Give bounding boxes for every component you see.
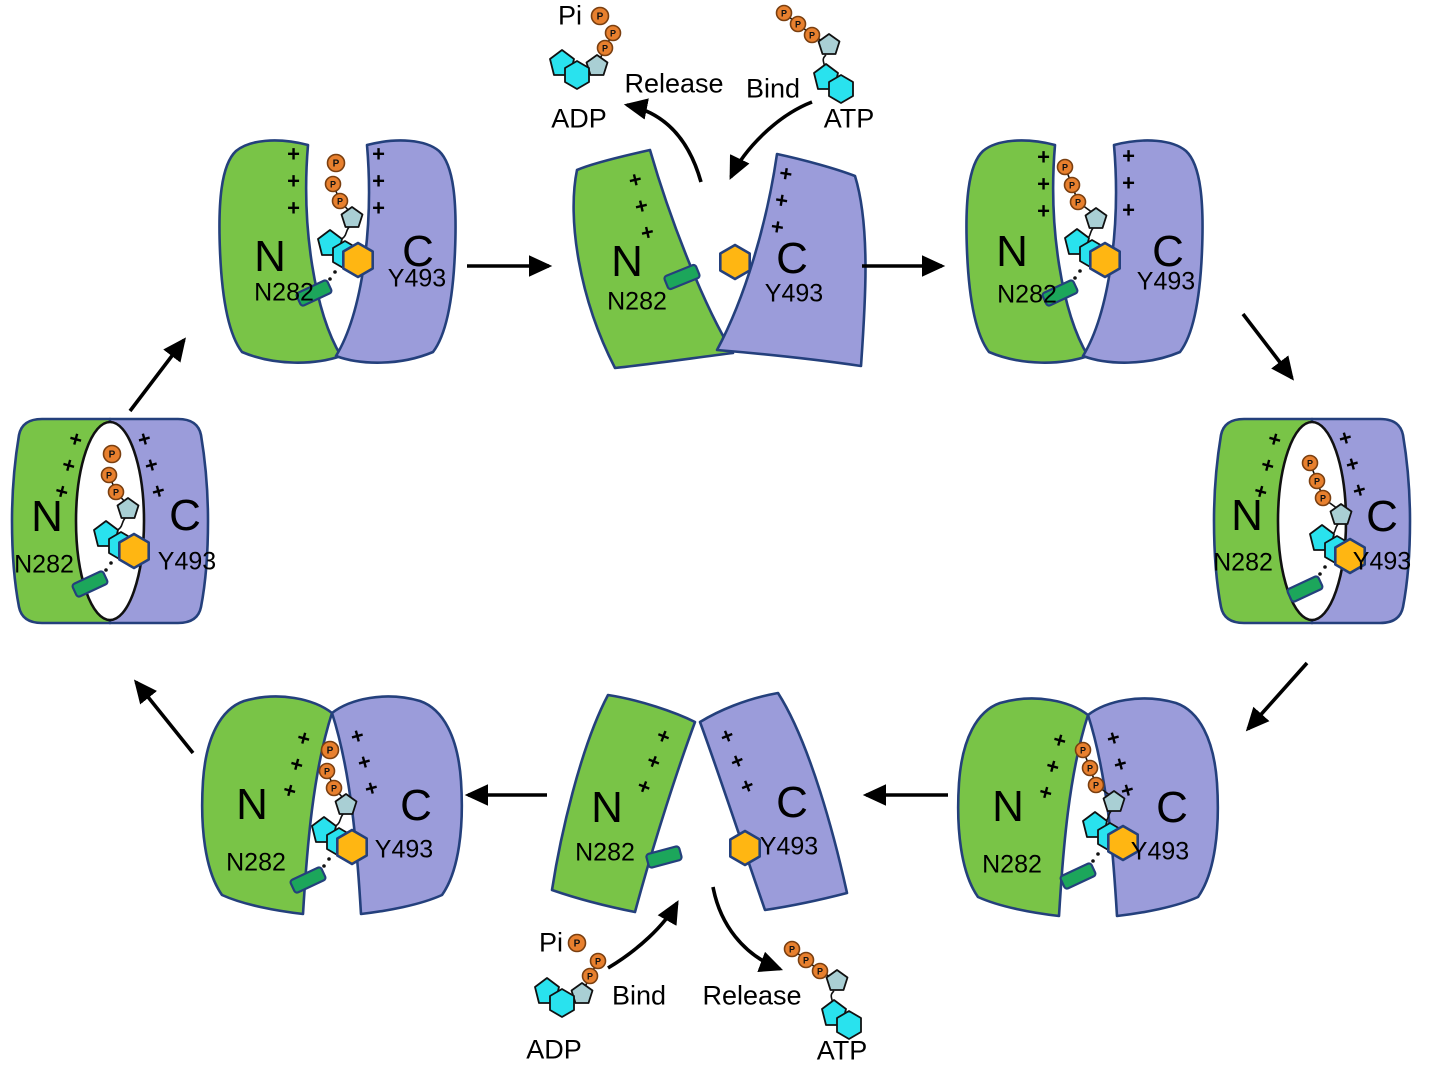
bottom-pi-label: Pi [538,927,564,958]
top-atp-label: ATP [823,103,875,134]
charges-left: +++ [281,141,306,223]
n282-label: N282 [575,838,635,867]
arrow-rightmiddle-to-bottomright [1245,661,1309,732]
n282-label: N282 [254,278,314,307]
bottom-adp-label: ADP [526,1034,582,1065]
top-free-pi [590,6,610,26]
arrow-bottomleft-to-leftmiddle [133,679,195,755]
arrow-leftmiddle-to-topleft [128,337,186,413]
arrow-bind-adp-bottom [607,900,679,970]
top-bind-label: Bind [745,73,801,104]
domain-n-label: N [992,782,1024,831]
top-release-label: Release [624,68,724,99]
state-top-middle-hexagon [718,243,752,281]
y493-label: Y493 [1352,547,1412,576]
n282-label: N282 [226,848,286,877]
bottom-release-label: Release [702,980,802,1011]
y493-label: Y493 [374,835,434,864]
arrow-release-atp-bottom [711,886,784,972]
domain-n-label: N [611,237,643,286]
charges-right: +++ [366,141,391,223]
domain-n-label: N [31,492,63,541]
bottom-bind-label: Bind [611,980,667,1011]
n282-label: N282 [997,280,1057,309]
domain-n-label: N [591,783,623,832]
domain-c-label: C [402,227,434,276]
domain-n-label: N [1231,491,1263,540]
y493-label: Y493 [157,547,217,576]
bottom-free-pi [567,933,587,953]
n282-label: N282 [982,850,1042,879]
bottom-adp [535,954,606,1018]
n282-label: N282 [14,550,74,579]
domain-c-label: C [169,491,201,540]
domain-c-label: C [400,781,432,830]
charges-left: +++ [1031,144,1056,226]
y493-label: Y493 [759,832,819,861]
state-bottom-middle-hexagon [728,829,762,867]
n282-label: N282 [607,287,667,316]
top-adp-label: ADP [551,103,607,134]
y493-label: Y493 [1136,267,1196,296]
bottom-atp-label: ATP [816,1035,868,1066]
domain-n-label: N [996,227,1028,276]
arrow-bind-atp-top [729,100,813,180]
domain-n-label: N [236,780,268,829]
n282-label: N282 [1213,548,1273,577]
y493-label: Y493 [1130,837,1190,866]
arrow-topright-to-rightmiddle [1241,312,1294,381]
arrow-release-adp-top [623,98,703,183]
domain-c-label: C [1366,492,1398,541]
top-adp [550,26,621,90]
domain-n-label: N [254,232,286,281]
domain-c-label: C [776,234,808,283]
charges-right: +++ [1116,143,1141,225]
y493-label: Y493 [387,264,447,293]
top-pi-label: Pi [557,0,583,31]
domain-c-label: C [1156,783,1188,832]
domain-c-label: C [776,778,808,827]
y493-label: Y493 [764,279,824,308]
domain-c-label: C [1152,227,1184,276]
